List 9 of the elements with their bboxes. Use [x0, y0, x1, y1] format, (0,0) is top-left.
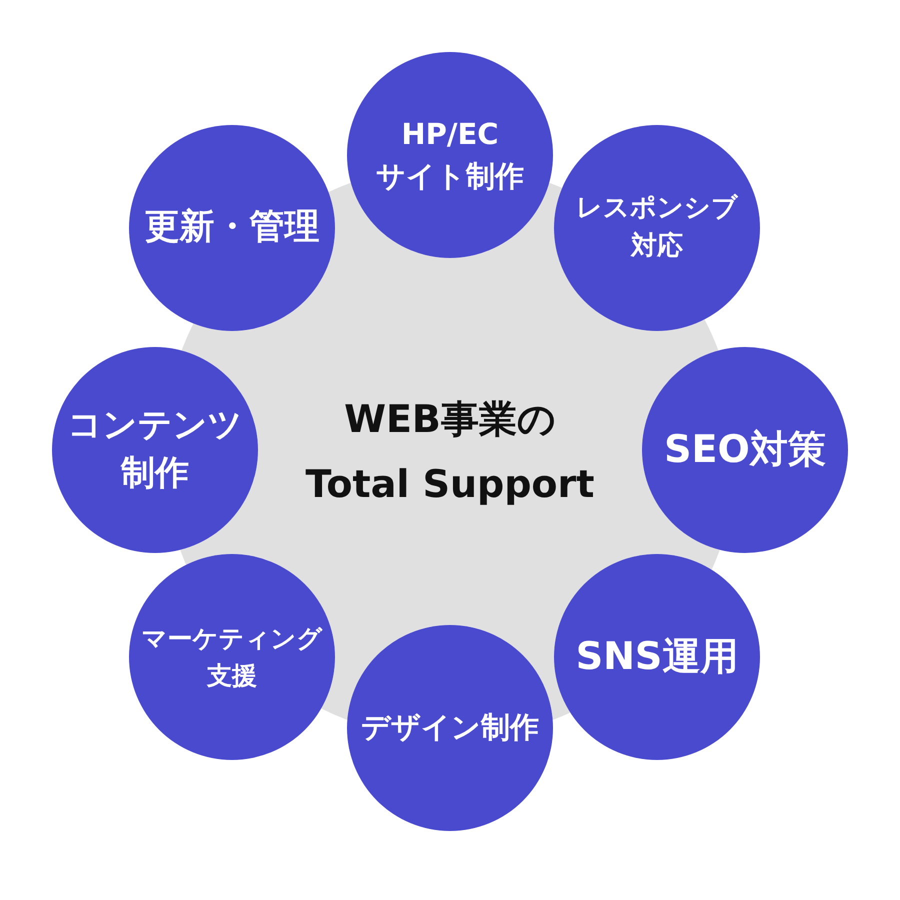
hub-title: WEB事業の Total Support	[304, 396, 596, 508]
service-label: デザイン制作	[361, 709, 539, 746]
service-label: SNS運用	[576, 633, 738, 680]
service-label: SEO対策	[664, 426, 826, 474]
service-label: HP/EC サイト制作	[374, 116, 525, 195]
service-label: 更新・管理	[144, 206, 320, 250]
service-label: マーケティング支援	[140, 622, 324, 692]
service-label: コンテンツ制作	[66, 404, 244, 495]
service-label: レスポンシブ対応	[575, 192, 739, 263]
